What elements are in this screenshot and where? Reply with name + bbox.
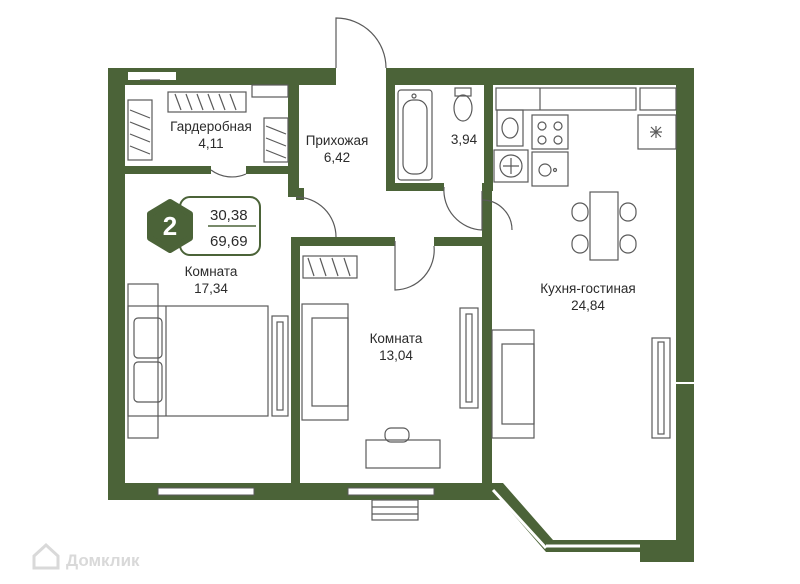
bathroom-fixtures — [397, 87, 529, 183]
wardrobe-name: Гардеробная — [170, 119, 252, 134]
rooms-count: 2 — [163, 211, 177, 241]
bay-window — [486, 483, 640, 552]
walls — [108, 68, 694, 562]
room1-area: 17,34 — [194, 281, 228, 296]
room2-name: Комната — [370, 331, 423, 346]
room-labels: Гардеробная 4,11 Прихожая 6,42 3,94 Комн… — [170, 119, 636, 363]
hallway-name: Прихожая — [306, 133, 369, 148]
total-area: 69,69 — [210, 233, 248, 250]
living-area: 30,38 — [210, 207, 248, 224]
bathroom-area: 3,94 — [451, 132, 478, 147]
room1-furniture — [127, 283, 289, 439]
room1-name: Комната — [185, 264, 238, 279]
apartment-badge: 2 30,38 69,69 — [147, 196, 261, 256]
vent — [128, 72, 289, 98]
hallway-area: 6,42 — [324, 150, 350, 165]
balcony — [371, 499, 419, 521]
windows — [157, 382, 694, 496]
living-furniture — [491, 329, 671, 439]
room2-area: 13,04 — [379, 348, 413, 363]
doors — [210, 17, 513, 291]
watermark-text: Домклик — [66, 551, 140, 570]
kitchen-name: Кухня-гостиная — [540, 281, 636, 296]
watermark: Домклик — [32, 542, 140, 570]
kitchen-area: 24,84 — [571, 298, 605, 313]
wardrobe-shelving — [127, 91, 358, 279]
kitchen-units — [495, 87, 677, 261]
wardrobe-area: 4,11 — [198, 136, 223, 151]
room2-furniture — [301, 303, 479, 469]
house-icon — [32, 542, 60, 570]
